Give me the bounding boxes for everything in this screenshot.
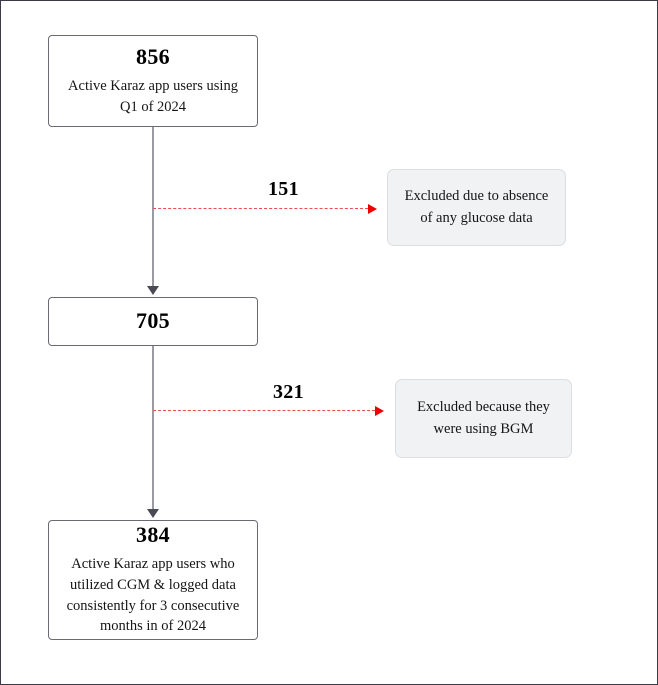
connector-arrowhead-to-705 — [147, 286, 159, 295]
exclusion-box-2: Excluded because they were using BGM — [395, 379, 572, 458]
exclusion-box-1: Excluded due to absence of any glucose d… — [387, 169, 566, 246]
cohort-description: Active Karaz app users using Q1 of 2024 — [68, 78, 238, 115]
exclusion-dashed-line-2 — [153, 410, 375, 411]
cohort-node-856: 856 Active Karaz app users using Q1 of 2… — [48, 35, 258, 127]
connector-arrowhead-to-384 — [147, 509, 159, 518]
exclusion-arrowhead-1 — [368, 204, 377, 214]
cohort-count: 705 — [136, 308, 170, 334]
exclusion-count-1: 151 — [268, 178, 299, 200]
exclusion-dashed-line-1 — [153, 208, 368, 209]
connector-line-856-to-705 — [152, 127, 154, 291]
cohort-node-384: 384 Active Karaz app users who utilized … — [48, 520, 258, 640]
exclusion-count-2: 321 — [273, 381, 304, 403]
cohort-description: Active Karaz app users who utilized CGM … — [66, 556, 240, 635]
exclusion-arrowhead-2 — [375, 406, 384, 416]
connector-line-705-to-384 — [152, 346, 154, 514]
cohort-count: 384 — [136, 522, 170, 548]
cohort-node-705: 705 — [48, 297, 258, 346]
cohort-count: 856 — [136, 43, 170, 69]
